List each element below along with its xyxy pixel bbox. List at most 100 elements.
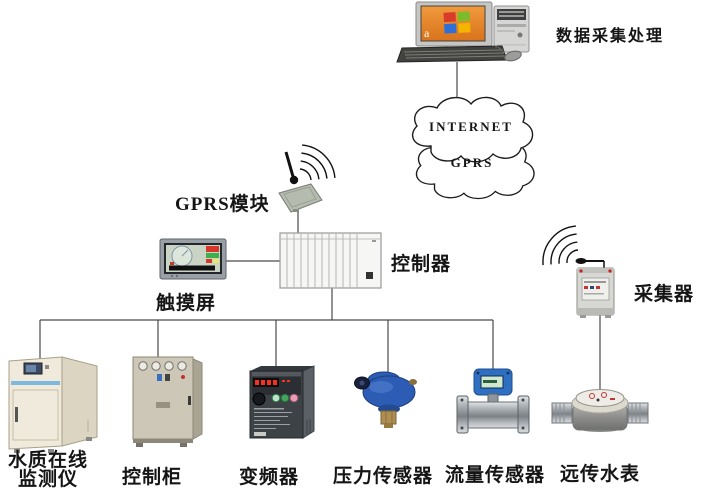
label-inverter: 变频器 [239,467,300,488]
cab-nameplate [156,402,170,408]
label-collector: 采集器 [634,284,695,305]
signal-arc [300,160,320,180]
flow-sensor-icon [456,368,530,434]
signal-arc [301,152,328,179]
hmi-bar-red [206,246,219,252]
cab-foot [180,443,187,447]
control-cabinet-icon [132,356,203,447]
gprs-module-icon [278,144,336,213]
tower-slot [499,15,524,17]
keyboard-row [405,55,506,59]
label-gprs: GPRS [450,155,494,170]
vfd-text-line [254,416,288,417]
vfd-knob [252,392,266,406]
ps-highlight [369,381,393,393]
cab-indicator-red [181,375,185,379]
vfd-button-pink [289,393,299,403]
label-internet: INTERNET [429,119,513,134]
collector-foot [580,315,586,318]
cab-base [133,439,193,443]
cab-indicator-blue [157,374,162,381]
vfd-button-white [271,393,281,403]
fs-flange-bolt [460,426,464,430]
wm-dial [575,389,625,407]
keyboard-row [404,52,505,56]
tower-cd-slot [497,24,526,27]
vfd-label-block [254,432,266,436]
fs-flange-bolt [521,398,525,402]
plc-cpu-port [366,272,373,279]
collector-corner-dot [608,269,612,273]
signal-arc [542,225,576,266]
label-flow-sensor: 流量传感器 [445,465,546,486]
collector-foot [605,315,611,318]
hmi-gauge-needle [181,249,189,257]
vfd-text-line [254,412,292,413]
vfd-text-line [254,428,276,429]
tower-slot [499,11,524,13]
vfd-led-digit [273,380,277,385]
signal-arc [566,249,579,264]
hmi-red-dot [170,262,174,265]
computer-icon [396,1,530,63]
label-controller: 控制器 [391,254,452,275]
vfd-led-digit [255,380,259,385]
fs-flange-bolt [460,398,464,402]
signal-arc [302,144,336,178]
vfd-led-mark [287,380,290,382]
fs-flange-right [517,395,530,434]
cab-gauge [151,361,161,371]
vfd-button-green [280,393,290,403]
vfd-led-digit [261,380,265,385]
cab-gauge [164,361,174,371]
wq-handle [15,407,18,422]
label-water-quality-line1: 水质在线 [7,450,88,471]
collector-label-mark-red [584,286,588,289]
collector-corner-dot [579,269,583,273]
wq-front [8,356,63,450]
vfd-led-mark [282,380,285,382]
windows-logo-icon [443,11,471,34]
cab-gauge [177,361,187,371]
ps-right-port [409,379,417,385]
vfd-text-line [254,424,290,425]
label-gprs-module: GPRS模块 [175,194,270,215]
cab-foot [136,443,143,447]
label-pressure-sensor: 压力传感器 [333,466,434,487]
water-meter-icon [551,389,649,432]
cab-indicator-dark [165,374,170,381]
gprs-antenna-ball [289,175,299,185]
wm-dial-mark [610,398,615,400]
collector-antenna-ball [575,258,587,264]
collector-icon [542,225,615,318]
tower-floppy-slot [497,30,515,32]
collector-top-band [577,268,614,273]
controller-icon [279,232,382,289]
computer-mouse [504,50,522,62]
wq-blue-stripe [11,381,60,385]
label-control-cabinet: 控制柜 [122,467,183,488]
wm-fitting-left [551,402,573,424]
collector-bottom-strip [577,308,614,315]
vfd-top [250,366,314,371]
fs-pipe [462,401,524,429]
gprs-module-panel [283,186,317,208]
gprs-module-connector [293,209,299,212]
ps-brass-fitting [380,410,397,425]
tower-vent [497,44,526,46]
wq-button [45,365,49,369]
vfd-led-digit [267,380,271,385]
plc-rack [279,232,382,289]
keyboard-row [403,49,504,53]
hmi-button [171,275,173,277]
signal-arc [550,233,577,265]
wq-foot [14,449,20,453]
signal-arc [558,241,578,264]
tower-power-button [517,32,523,38]
hmi-button [176,275,178,277]
fs-lcd-text [483,380,497,383]
hmi-bar-yellow [213,259,219,263]
wm-fitting-right [627,402,649,424]
